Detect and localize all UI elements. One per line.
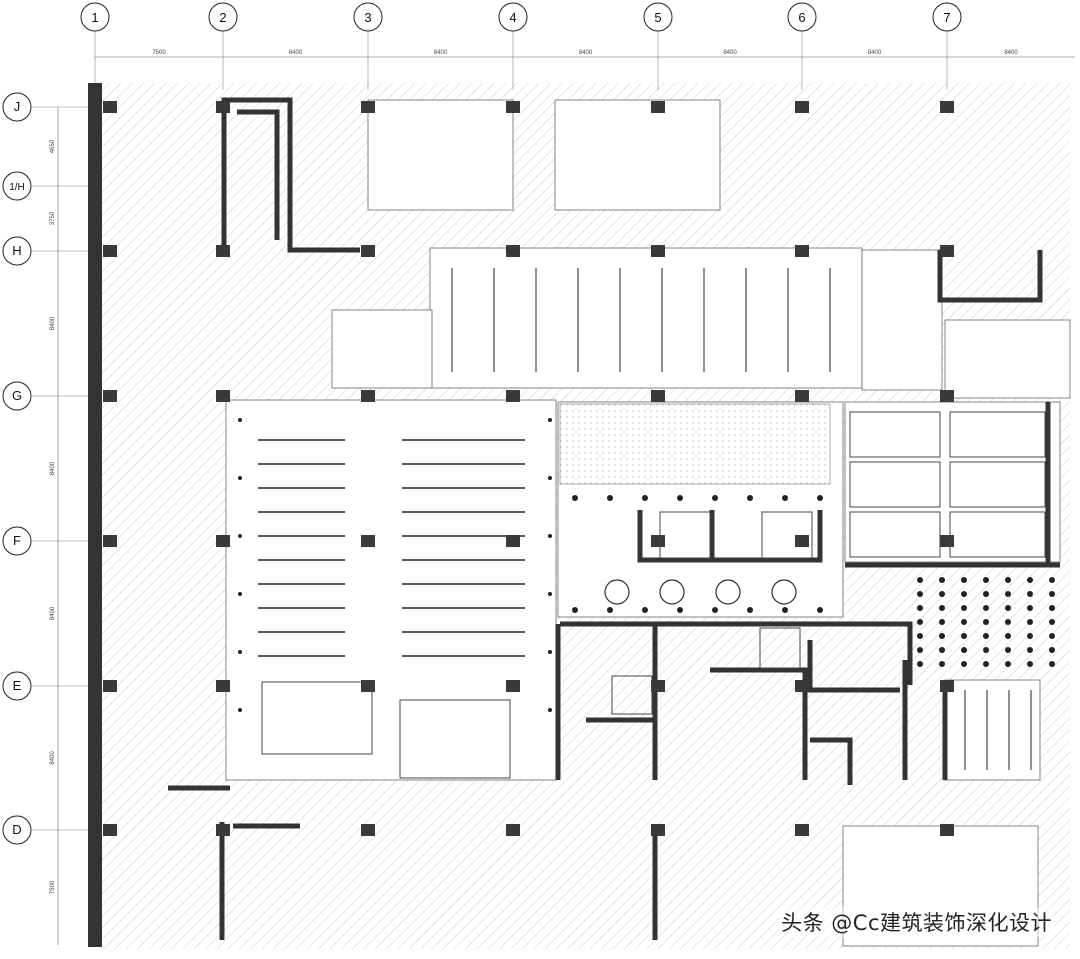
structural-column — [103, 245, 117, 257]
equipment-frames — [261, 411, 1046, 779]
structural-column — [361, 535, 375, 547]
structural-column — [216, 535, 230, 547]
structural-column — [795, 535, 809, 547]
structural-column — [216, 245, 230, 257]
structural-column — [506, 101, 520, 113]
interior-walls — [168, 97, 1060, 940]
row-dimension-label: 4650 — [50, 139, 56, 153]
structural-column — [940, 535, 954, 547]
row-axis-label: J — [14, 99, 21, 114]
structural-column — [795, 680, 809, 692]
axis-grid-lines — [32, 31, 1075, 945]
row-axis-bubble — [2, 671, 32, 701]
row-axis-label: H — [12, 243, 21, 258]
structural-column — [361, 101, 375, 113]
structural-column — [216, 824, 230, 836]
row-axis-bubble — [2, 815, 32, 845]
structural-column — [103, 824, 117, 836]
structural-column — [940, 101, 954, 113]
column-dimension-label: 7500 — [152, 50, 166, 56]
structural-column — [795, 390, 809, 402]
column-dimension-label: 8400 — [1004, 50, 1018, 56]
structural-column — [506, 535, 520, 547]
column-axis-label: 6 — [798, 10, 805, 25]
structural-column — [651, 535, 665, 547]
row-dimension-label: 8400 — [50, 316, 56, 330]
column-dimension-label: 8400 — [579, 50, 593, 56]
structural-column — [795, 245, 809, 257]
row-axis-bubble — [2, 236, 32, 266]
column-axis-bubble — [80, 2, 110, 32]
structural-column — [940, 390, 954, 402]
structural-column — [940, 824, 954, 836]
column-axis-label: 4 — [509, 10, 516, 25]
row-axis-bubble — [2, 381, 32, 411]
dotted-ceiling-area — [559, 403, 831, 485]
structural-column — [795, 824, 809, 836]
structural-column — [651, 680, 665, 692]
structural-column — [940, 680, 954, 692]
round-fixtures — [604, 579, 797, 605]
row-axis-label: 1/H — [9, 182, 25, 193]
structural-column — [361, 824, 375, 836]
row-dimension-label: 7500 — [50, 880, 56, 894]
column-axis-bubble — [353, 2, 383, 32]
structural-column — [361, 245, 375, 257]
row-axis-label: F — [13, 533, 21, 548]
column-dimension-label: 8400 — [289, 50, 303, 56]
row-dimension-label: 3750 — [50, 211, 56, 225]
structural-column — [795, 101, 809, 113]
column-dimension-label: 8400 — [868, 50, 882, 56]
structural-column — [506, 680, 520, 692]
structural-column — [103, 535, 117, 547]
row-axis-label: E — [13, 678, 22, 693]
structural-column — [651, 390, 665, 402]
column-axis-bubble — [643, 2, 673, 32]
structural-column — [651, 824, 665, 836]
structural-column — [651, 245, 665, 257]
light-strips — [258, 268, 1032, 770]
row-dimension-label: 8400 — [50, 461, 56, 475]
row-axis-bubble — [2, 171, 32, 201]
column-axis-bubble — [498, 2, 528, 32]
structural-column — [216, 680, 230, 692]
structural-column — [361, 390, 375, 402]
row-axis-bubble — [2, 526, 32, 556]
column-axis-bubble — [932, 2, 962, 32]
column-axis-bubble — [787, 2, 817, 32]
row-dimension-label: 8400 — [50, 606, 56, 620]
structural-column — [103, 101, 117, 113]
column-axis-label: 2 — [219, 10, 226, 25]
structural-column — [103, 680, 117, 692]
structural-columns — [103, 101, 954, 836]
structural-column — [506, 245, 520, 257]
structural-column — [506, 824, 520, 836]
row-axis-label: G — [12, 388, 22, 403]
column-axis-label: 7 — [943, 10, 950, 25]
downlights — [238, 418, 1055, 712]
structural-column — [506, 390, 520, 402]
column-axis-bubble — [208, 2, 238, 32]
column-dimension-label: 8400 — [434, 50, 448, 56]
structural-column — [103, 390, 117, 402]
row-dimension-label: 8400 — [50, 751, 56, 765]
structural-column — [216, 390, 230, 402]
row-axis-bubble — [2, 92, 32, 122]
row-axis-label: D — [12, 822, 21, 837]
exterior-wall — [88, 83, 102, 947]
column-axis-label: 5 — [654, 10, 661, 25]
column-axis-label: 3 — [364, 10, 371, 25]
structural-column — [216, 101, 230, 113]
watermark-text: 头条 @Cc建筑装饰深化设计 — [779, 907, 1054, 937]
column-axis-label: 1 — [91, 10, 98, 25]
structural-column — [940, 245, 954, 257]
structural-column — [651, 101, 665, 113]
column-dimension-label: 8400 — [723, 50, 737, 56]
